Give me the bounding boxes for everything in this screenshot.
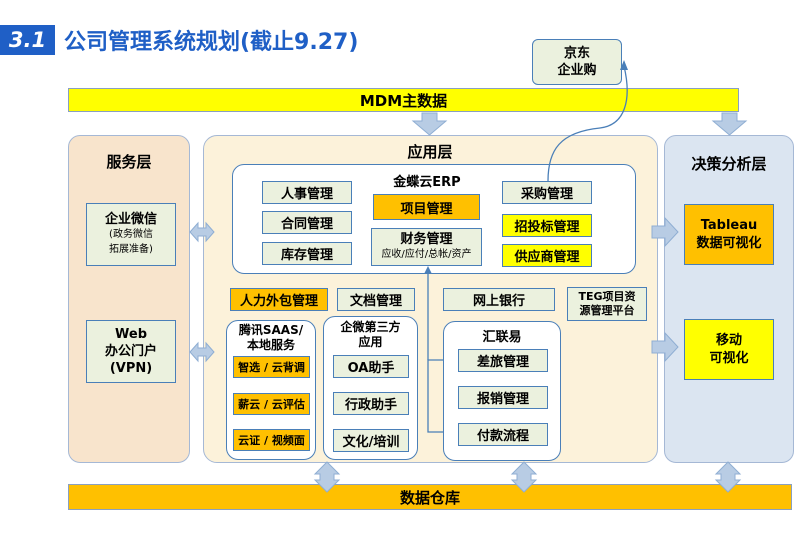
thirdparty-item: 文化/培训 (333, 429, 409, 452)
erp-hr: 人事管理 (262, 181, 352, 204)
docs-box: 文档管理 (337, 288, 415, 311)
jd-enterprise-box: 京东 企业购 (532, 39, 622, 85)
erp-title: 金蝶云ERP (393, 174, 461, 190)
saas-item: 云证 / 视频面 (233, 429, 310, 451)
web-line1: Web (115, 327, 147, 342)
jd-line1: 京东 (563, 46, 590, 61)
erp-supplier: 供应商管理 (502, 244, 592, 267)
thirdparty-item: 行政助手 (333, 392, 409, 415)
title-badge: 3.1 (0, 25, 55, 55)
tableau-line1: Tableau (700, 217, 758, 233)
finance-line1: 财务管理 (400, 232, 453, 247)
down-arrow-mdm-decision (711, 112, 748, 136)
service-layer-title: 服务层 (106, 152, 152, 171)
wecom-line1: 企业微信 (104, 212, 157, 227)
thirdparty-item: OA助手 (333, 355, 409, 378)
mobile-line2: 可视化 (709, 350, 749, 366)
service-layer-panel (68, 135, 190, 463)
app-layer-title: 应用层 (407, 142, 453, 161)
outsourcing-box: 人力外包管理 (230, 288, 328, 311)
mdm-bar: MDM主数据 (68, 88, 739, 112)
teg-line1: TEG项目资 (578, 290, 636, 303)
tableau-box: Tableau 数据可视化 (684, 204, 774, 265)
erp-inventory: 库存管理 (262, 242, 352, 265)
erp-purchase: 采购管理 (502, 181, 592, 204)
teg-box: TEG项目资 源管理平台 (567, 287, 647, 321)
erp-finance: 财务管理 应收/应付/总帐/资产 (371, 228, 482, 266)
erp-project: 项目管理 (373, 194, 480, 220)
bank-box: 网上银行 (443, 288, 555, 311)
wecom-box: 企业微信 (政务微信 拓展准备) (86, 203, 176, 266)
web-line3: (VPN) (109, 361, 153, 376)
thirdparty-title: 企微第三方 应用 (323, 318, 418, 352)
saas-title-line1: 腾讯SAAS/ (238, 323, 304, 337)
mdm-label: MDM主数据 (359, 91, 448, 110)
wecom-line3: 拓展准备) (109, 244, 153, 255)
mobile-viz-box: 移动 可视化 (684, 319, 774, 380)
finance-line2: 应收/应付/总帐/资产 (381, 249, 472, 260)
mobile-line1: 移动 (715, 332, 742, 348)
thirdparty-title-line1: 企微第三方 (340, 320, 401, 334)
saas-item: 薪云 / 云评估 (233, 393, 310, 415)
down-arrow-mdm-app (411, 112, 448, 136)
teg-line2: 源管理平台 (579, 304, 635, 317)
decision-layer-panel (664, 135, 794, 463)
erp-bidding: 招投标管理 (502, 214, 592, 237)
huilianyi-item: 报销管理 (458, 386, 548, 409)
saas-title-line2: 本地服务 (246, 338, 295, 352)
saas-title: 腾讯SAAS/ 本地服务 (226, 322, 316, 354)
web-portal-box: Web 办公门户 (VPN) (86, 320, 176, 383)
tableau-line2: 数据可视化 (696, 235, 762, 251)
erp-contract: 合同管理 (262, 211, 352, 234)
jd-line2: 企业购 (557, 63, 597, 78)
huilianyi-item: 付款流程 (458, 423, 548, 446)
wecom-line2: (政务微信 (109, 229, 153, 240)
page-title: 公司管理系统规划(截止9.27) (64, 30, 359, 55)
huilianyi-title: 汇联易 (482, 329, 522, 345)
warehouse-bar: 数据仓库 (68, 484, 792, 510)
web-line2: 办公门户 (104, 344, 157, 359)
saas-item: 智选 / 云背调 (233, 356, 310, 378)
warehouse-label: 数据仓库 (399, 488, 460, 507)
decision-layer-title: 决策分析层 (691, 154, 767, 173)
thirdparty-title-line2: 应用 (358, 335, 383, 349)
huilianyi-item: 差旅管理 (458, 349, 548, 372)
